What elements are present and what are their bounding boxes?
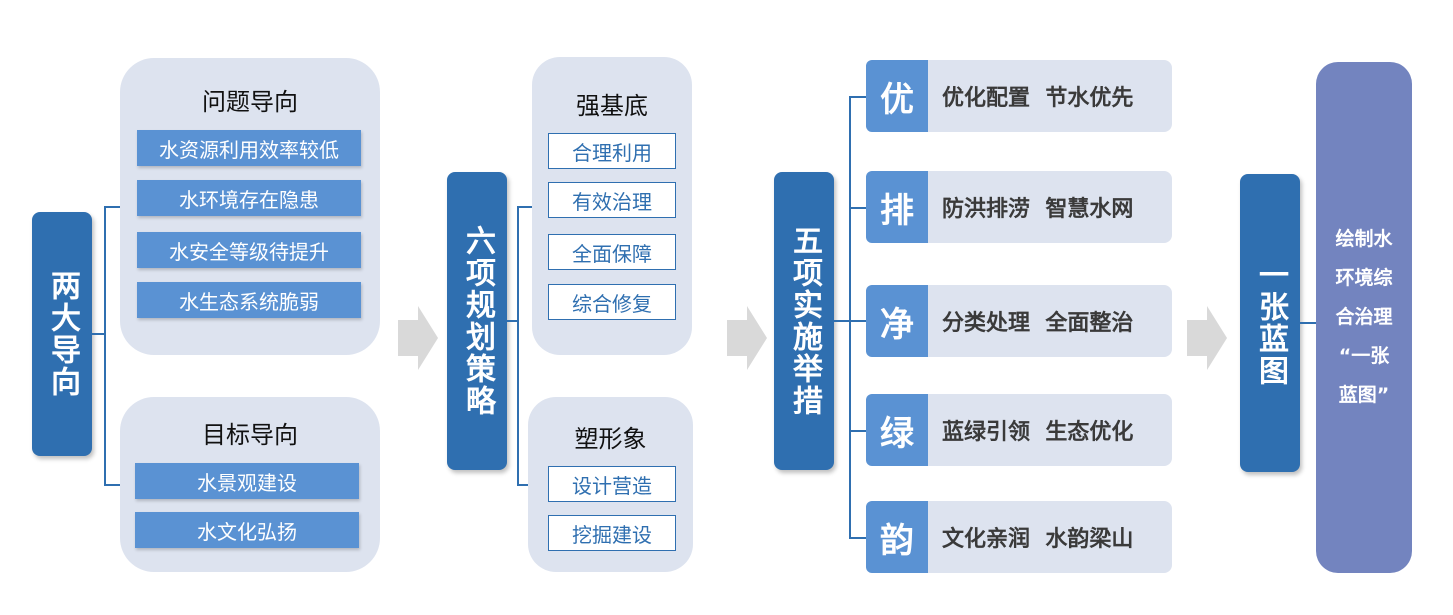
connector-line [517, 484, 532, 486]
image-item: 挖掘建设 [548, 515, 676, 551]
connector-line [507, 320, 519, 322]
foundation-item: 合理利用 [548, 133, 676, 169]
final-blueprint-panel: 绘制水 环境综 合治理 “一张 蓝图” [1316, 62, 1412, 573]
connector-line [104, 206, 120, 208]
final-line: 合治理 [1335, 306, 1393, 328]
right-arrow-icon [398, 306, 438, 370]
measure-text: 文化亲润 水韵梁山 [942, 527, 1134, 552]
problem-item: 水生态系统脆弱 [137, 282, 361, 318]
connector-line [104, 484, 120, 486]
image-title: 塑形象 [574, 425, 647, 453]
final-line: 蓝图” [1338, 384, 1390, 406]
goal-item: 水文化弘扬 [135, 512, 359, 548]
connector-line [849, 320, 867, 322]
six-strategies-box: 六项规划策略 [447, 172, 507, 470]
measure-text: 防洪排涝 智慧水网 [942, 197, 1134, 222]
one-blueprint-box: 一张蓝图 [1240, 174, 1300, 472]
image-item: 设计营造 [548, 466, 676, 502]
final-line: 绘制水 [1335, 228, 1393, 250]
connector-line [92, 333, 104, 335]
connector-line [104, 206, 106, 486]
measure-text: 优化配置 节水优先 [942, 86, 1134, 111]
connector-line [834, 320, 850, 322]
problem-item: 水资源利用效率较低 [137, 130, 361, 166]
connector-line [517, 206, 532, 208]
connector-line [1300, 322, 1316, 324]
measure-char: 优 [866, 60, 928, 132]
five-measures-box: 五项实施举措 [774, 172, 834, 470]
measure-text: 蓝绿引领 生态优化 [942, 420, 1134, 445]
foundation-title: 强基底 [576, 92, 648, 120]
measure-char: 净 [866, 285, 928, 357]
connector-line [849, 96, 851, 538]
foundation-item: 有效治理 [548, 182, 676, 218]
connector-line [517, 206, 519, 486]
problem-item: 水环境存在隐患 [137, 180, 361, 216]
problem-item: 水安全等级待提升 [137, 232, 361, 268]
measure-char: 排 [866, 171, 928, 243]
goal-orientation-title: 目标导向 [202, 421, 298, 449]
right-arrow-icon [1187, 306, 1227, 370]
problem-orientation-title: 问题导向 [202, 88, 298, 116]
connector-line [849, 537, 867, 539]
connector-line [849, 96, 867, 98]
right-arrow-icon [727, 306, 767, 370]
final-line: “一张 [1338, 345, 1390, 367]
measure-text: 分类处理 全面整治 [942, 311, 1134, 336]
measure-char: 绿 [866, 394, 928, 466]
foundation-item: 全面保障 [548, 234, 676, 270]
measure-char: 韵 [866, 501, 928, 573]
connector-line [849, 207, 867, 209]
final-line: 环境综 [1335, 267, 1393, 289]
connector-line [849, 430, 867, 432]
two-orientations-box: 两大导向 [32, 212, 92, 456]
foundation-item: 综合修复 [548, 284, 676, 320]
goal-item: 水景观建设 [135, 463, 359, 499]
